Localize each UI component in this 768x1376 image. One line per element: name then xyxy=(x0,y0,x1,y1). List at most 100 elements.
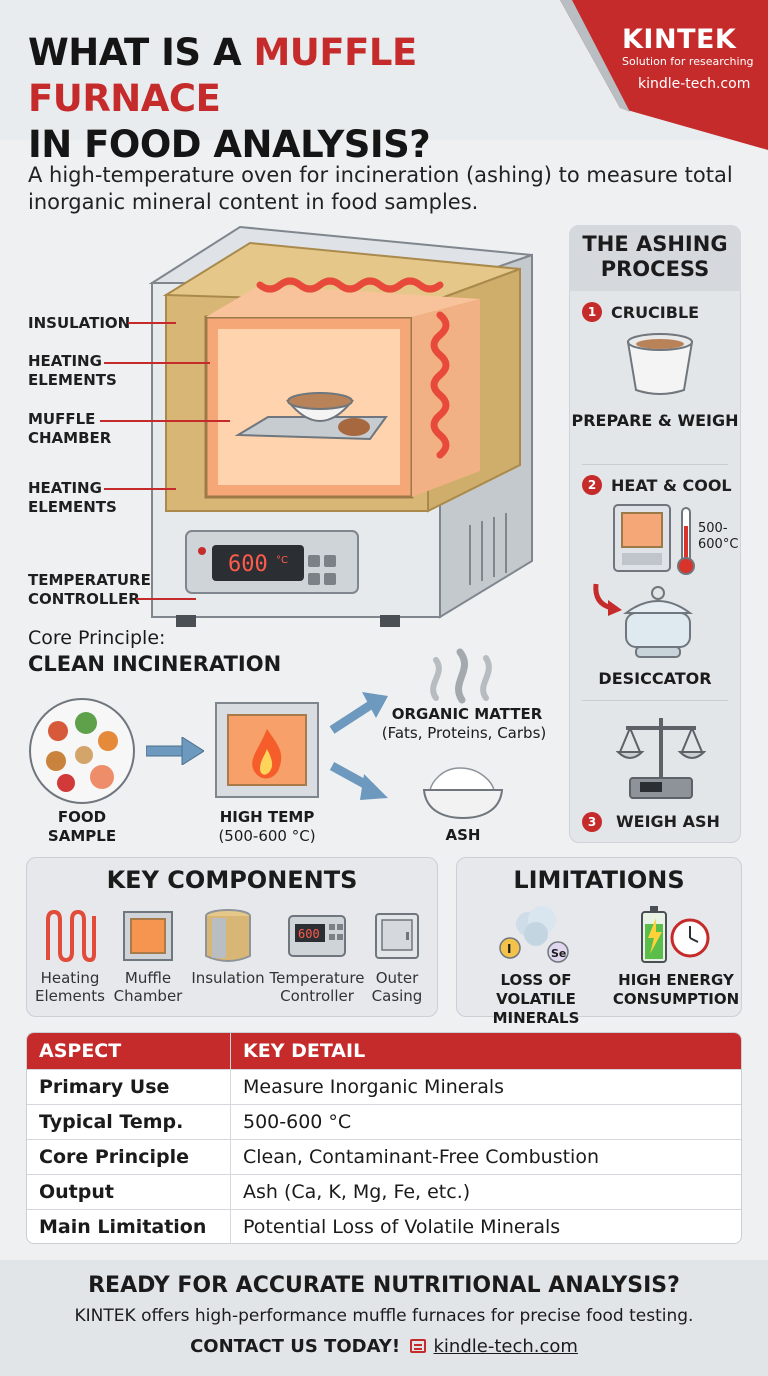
label-heating-elements-top: HEATING ELEMENTS xyxy=(28,352,117,389)
step-2-temp: 500-600°C xyxy=(698,521,739,552)
label-muffle-chamber: MUFFLE CHAMBER xyxy=(28,410,112,447)
step-3-number: 3 xyxy=(582,812,602,832)
muffle-chamber-icon xyxy=(123,911,173,961)
leader-line xyxy=(104,362,210,364)
table-row: Output Ash (Ca, K, Mg, Fe, etc.) xyxy=(27,1174,741,1209)
footer-cta: CONTACT US TODAY! kindle-tech.com xyxy=(0,1336,768,1357)
desiccator-icon xyxy=(622,586,694,658)
mini-furnace-icon xyxy=(613,504,671,572)
step-1-caption: PREPARE & WEIGH xyxy=(571,411,739,430)
table-cell-detail: Ash (Ca, K, Mg, Fe, etc.) xyxy=(243,1181,471,1203)
arrow-right-icon xyxy=(146,737,204,765)
footer-body: KINTEK offers high-performance muffle fu… xyxy=(74,1306,694,1326)
high-temp-range: (500-600 °C) xyxy=(218,827,316,845)
table-cell-detail: 500-600 °C xyxy=(243,1111,352,1133)
table-row: Primary Use Measure Inorganic Minerals xyxy=(27,1069,741,1104)
footer-banner xyxy=(0,1260,768,1376)
component-muffle-chamber: Muffle Chamber xyxy=(113,969,183,1005)
energy-battery-icon xyxy=(641,906,710,963)
leader-line xyxy=(104,488,176,490)
step-1-number: 1 xyxy=(582,302,602,322)
title-accent: MUFFLE FURNACE xyxy=(28,31,417,120)
brand-url-link[interactable]: kindle-tech.com xyxy=(638,76,751,92)
table-row: Main Limitation Potential Loss of Volati… xyxy=(27,1209,741,1243)
table-cell-detail: Potential Loss of Volatile Minerals xyxy=(243,1216,561,1238)
furnace-display-value: 600 xyxy=(228,552,268,577)
table-cell-aspect: Primary Use xyxy=(39,1076,170,1098)
title-part2: IN FOOD ANALYSIS? xyxy=(28,123,431,166)
label-heating-elements-bottom: HEATING ELEMENTS xyxy=(28,479,117,516)
food-sample-label: FOOD SAMPLE xyxy=(47,808,117,845)
page-subtitle: A high-temperature oven for incineration… xyxy=(28,163,733,214)
ash-label: ASH xyxy=(445,826,481,844)
volatile-minerals-icon: I Se xyxy=(499,906,569,963)
element-iodine: I xyxy=(507,942,511,956)
high-temp-furnace-icon xyxy=(215,702,319,798)
component-outer-casing: Outer Casing xyxy=(371,969,423,1005)
component-insulation: Insulation xyxy=(191,969,265,987)
heating-element-icon xyxy=(46,910,96,963)
arrow-up-right-icon xyxy=(329,692,388,734)
smoke-vapor-icon xyxy=(430,648,492,704)
limitation-high-energy: HIGH ENERGY CONSUMPTION xyxy=(612,971,740,1008)
outer-casing-icon xyxy=(375,913,419,959)
table-header-aspect: ASPECT xyxy=(39,1040,122,1062)
page-title: WHAT IS A MUFFLE FURNACE IN FOOD ANALYSI… xyxy=(28,30,588,168)
label-temperature-controller: TEMPERATURE CONTROLLER xyxy=(28,571,151,608)
table-header-row xyxy=(27,1033,741,1069)
footer-url-link[interactable]: kindle-tech.com xyxy=(433,1336,578,1357)
summary-table: ASPECT KEY DETAIL Primary Use Measure In… xyxy=(26,1032,742,1244)
organic-matter-label: ORGANIC MATTER xyxy=(391,705,543,723)
insulation-icon xyxy=(205,909,251,962)
balance-scale-icon xyxy=(616,718,706,799)
web-icon xyxy=(409,1339,426,1353)
brand-banner xyxy=(560,0,768,150)
step-2-caption: DESICCATOR xyxy=(598,669,712,688)
title-part1: WHAT IS A xyxy=(28,31,254,74)
step-2-label: HEAT & COOL xyxy=(611,476,732,495)
temperature-controller-icon: 600 xyxy=(288,915,346,957)
table-cell-aspect: Main Limitation xyxy=(39,1216,207,1238)
step-divider xyxy=(582,700,728,701)
organic-matter-detail: (Fats, Proteins, Carbs) xyxy=(381,724,547,742)
thermometer-icon xyxy=(677,507,695,575)
table-cell-aspect: Output xyxy=(39,1181,114,1203)
crucible-icon xyxy=(626,333,694,395)
limitation-volatile-minerals: LOSS OF VOLATILE MINERALS xyxy=(492,971,580,1027)
label-insulation: INSULATION xyxy=(28,314,131,332)
brand-tagline: Solution for researching xyxy=(622,55,754,68)
leader-line xyxy=(128,322,176,324)
key-components-title: KEY COMPONENTS xyxy=(106,866,358,894)
core-principle-intro: Core Principle: xyxy=(28,627,166,649)
table-cell-aspect: Core Principle xyxy=(39,1146,189,1168)
table-cell-detail: Measure Inorganic Minerals xyxy=(243,1076,505,1098)
footer-headline: READY FOR ACCURATE NUTRITIONAL ANALYSIS? xyxy=(88,1273,680,1298)
table-row: Typical Temp. 500-600 °C xyxy=(27,1104,741,1139)
component-heating-elements: Heating Elements xyxy=(35,969,105,1005)
element-selenium: Se xyxy=(551,947,566,960)
step-1-label: CRUCIBLE xyxy=(611,303,700,322)
contact-cta[interactable]: CONTACT US TODAY! xyxy=(190,1336,401,1357)
ash-bowl-icon xyxy=(422,767,504,820)
ashing-process-header xyxy=(569,225,741,291)
leader-line xyxy=(100,420,230,422)
table-header-detail: KEY DETAIL xyxy=(243,1040,366,1062)
table-row: Core Principle Clean, Contaminant-Free C… xyxy=(27,1139,741,1174)
step-2-number: 2 xyxy=(582,475,602,495)
arrow-down-right-icon xyxy=(329,762,388,800)
brand-logo[interactable]: KINTEK xyxy=(622,24,737,55)
limitations-title: LIMITATIONS xyxy=(513,866,685,894)
high-temp-label: HIGH TEMP xyxy=(219,808,315,826)
controller-display-value: 600 xyxy=(298,927,320,941)
leader-line xyxy=(136,598,196,600)
muffle-furnace-illustration: 600 °C xyxy=(148,225,533,627)
table-cell-detail: Clean, Contaminant-Free Combustion xyxy=(243,1146,599,1168)
step-3-label: WEIGH ASH xyxy=(616,812,720,831)
table-column-divider xyxy=(230,1033,231,1243)
core-principle-title: CLEAN INCINERATION xyxy=(28,652,282,676)
step-divider xyxy=(582,464,728,465)
component-temperature-controller: Temperature Controller xyxy=(269,969,365,1005)
ashing-process-title: THE ASHING PROCESS xyxy=(582,232,728,281)
table-cell-aspect: Typical Temp. xyxy=(39,1111,184,1133)
furnace-display-unit: °C xyxy=(276,555,288,566)
